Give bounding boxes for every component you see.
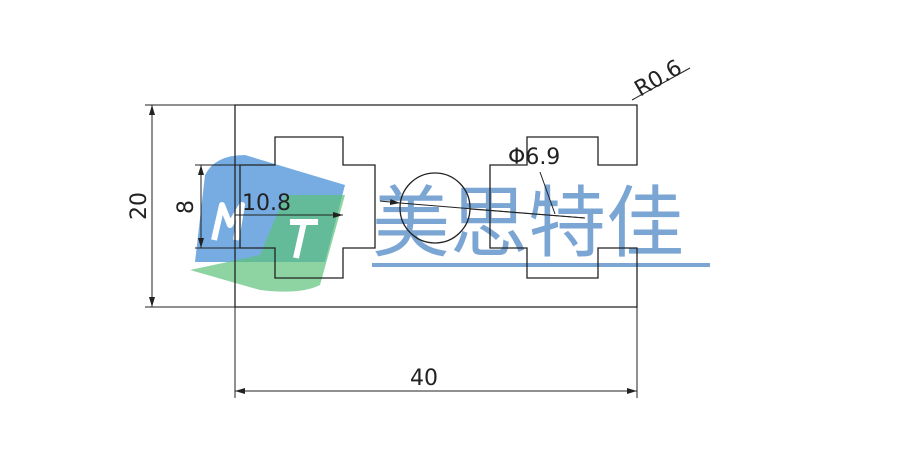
dimension-lines — [145, 67, 691, 398]
dimension-width: 40 — [410, 366, 438, 391]
watermark-company-name: 美思特佳 — [372, 179, 684, 269]
dimension-hole-diameter: Φ6.9 — [508, 145, 560, 170]
dimension-height: 20 — [127, 192, 152, 220]
watermark-logo — [190, 155, 345, 292]
logo-letter-t-icon — [290, 219, 318, 259]
dimension-corner-radius: R0.6 — [631, 55, 687, 102]
dimension-slot-height: 8 — [174, 200, 199, 214]
dimension-slot-width: 10.8 — [242, 191, 291, 216]
